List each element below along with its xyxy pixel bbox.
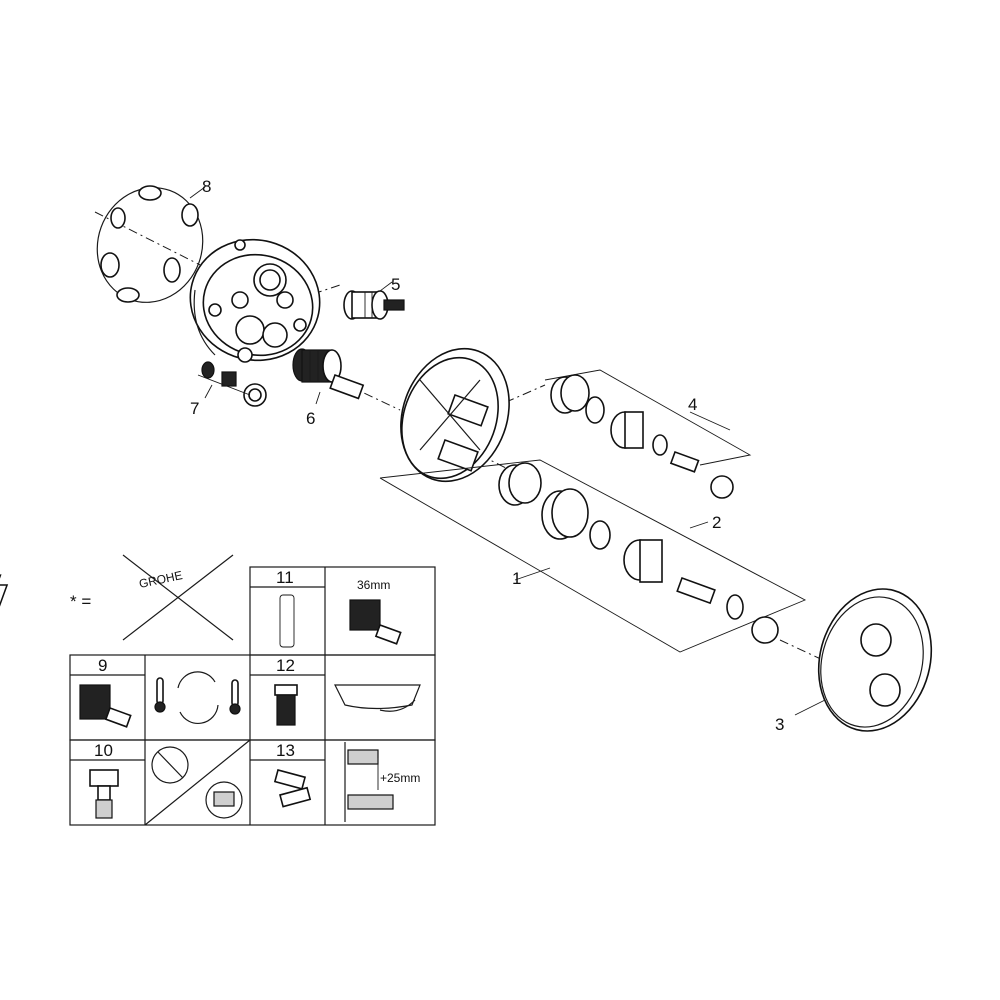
part-6-thermo-cartridge bbox=[292, 348, 365, 400]
legend-cell-9: 9 bbox=[98, 656, 107, 675]
mounting-plate bbox=[400, 347, 510, 483]
legend-note: * = GROHE bbox=[0, 554, 234, 641]
part-4-components bbox=[550, 374, 734, 499]
legend-cell-13: 13 bbox=[276, 741, 295, 760]
legend-grid bbox=[69, 566, 436, 826]
callout-2: 2 bbox=[712, 513, 721, 532]
legend-icons bbox=[79, 594, 421, 822]
callout-8: 8 bbox=[202, 177, 211, 196]
group-1-2-bracket bbox=[379, 459, 807, 653]
part-1-2-components bbox=[498, 462, 779, 644]
legend-symbol: * = bbox=[70, 592, 91, 611]
legend-cell-10: 10 bbox=[94, 741, 113, 760]
legend-cell-11: 11 bbox=[276, 568, 294, 587]
callout-4: 4 bbox=[688, 395, 697, 414]
callout-3: 3 bbox=[775, 715, 784, 734]
part-5-cartridge bbox=[343, 290, 405, 320]
callout-5: 5 bbox=[391, 275, 400, 294]
legend-cell-12: 12 bbox=[276, 656, 295, 675]
callout-7: 7 bbox=[190, 399, 199, 418]
callout-6: 6 bbox=[306, 409, 315, 428]
legend-size-36mm: 36mm bbox=[357, 578, 390, 592]
valve-body bbox=[189, 238, 321, 363]
part-3-cover-plate bbox=[817, 588, 933, 732]
callout-1: 1 bbox=[512, 569, 521, 588]
part-8-gasket bbox=[96, 185, 204, 303]
legend-extension-25mm: +25mm bbox=[380, 771, 420, 785]
part-7-check-valve bbox=[197, 361, 267, 407]
